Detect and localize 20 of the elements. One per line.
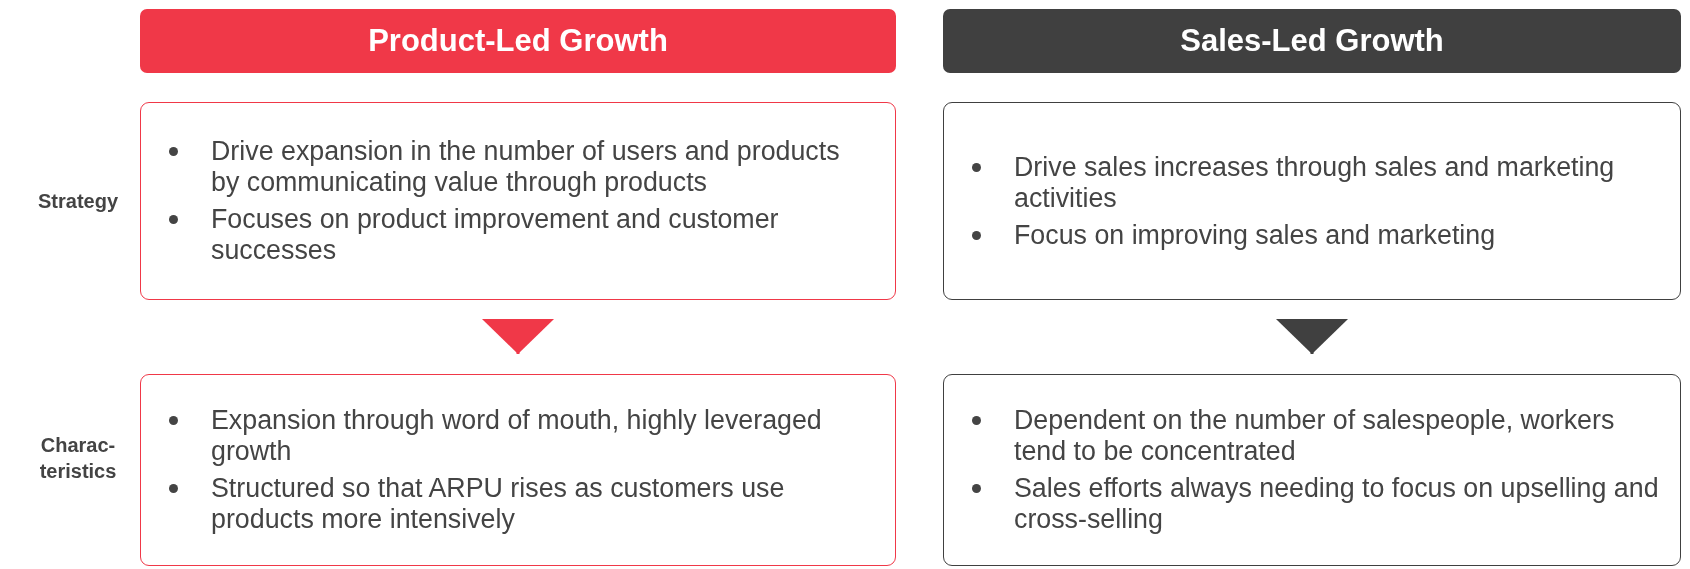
- down-arrow: [482, 319, 554, 354]
- row-label: Charac- teristics: [38, 433, 118, 484]
- text-panel: [943, 102, 1681, 300]
- text-panel: [140, 102, 896, 300]
- header-bar: [140, 9, 896, 73]
- bullet-text: Dependent on the number of salespeople, workers tend to be concentrated: [1014, 405, 1660, 467]
- bullet-text: Sales efforts always needing to focus on upselling and cross-selling: [1014, 473, 1660, 535]
- bullet-text: Drive expansion in the number of users and products by communicating value through products: [211, 136, 875, 198]
- header-title: Product-Led Growth: [368, 23, 668, 59]
- header-bar: [943, 9, 1681, 73]
- down-arrow: [1276, 319, 1348, 354]
- text-panel: [943, 374, 1681, 566]
- bullet-text: Expansion through word of mouth, highly leveraged growth: [211, 405, 875, 467]
- header-title: Sales-Led Growth: [1180, 23, 1444, 59]
- bullet-text: Drive sales increases through sales and marketing activities: [1014, 151, 1660, 214]
- bullet-text: Focuses on product improvement and customer successes: [211, 204, 875, 266]
- bullet-text: Structured so that ARPU rises as customers use products more intensively: [211, 473, 875, 535]
- text-panel: [140, 374, 896, 566]
- bullet-text: Focus on improving sales and marketing: [1014, 219, 1660, 251]
- row-label: Strategy: [37, 189, 119, 214]
